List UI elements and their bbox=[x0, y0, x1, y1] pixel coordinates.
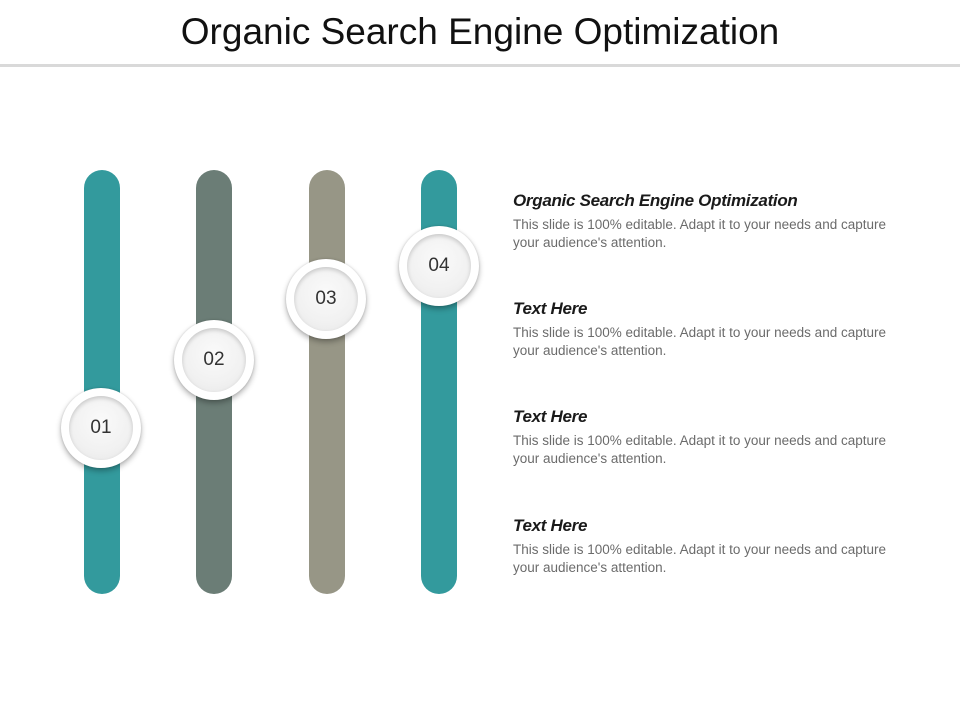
text-block-04: Text Here This slide is 100% editable. A… bbox=[513, 515, 893, 577]
slider-number-03: 03 bbox=[294, 267, 358, 331]
slider-knob-01[interactable]: 01 bbox=[61, 388, 141, 468]
text-heading-04: Text Here bbox=[513, 516, 588, 535]
slider-knob-04[interactable]: 04 bbox=[399, 226, 479, 306]
text-heading-03: Text Here bbox=[513, 407, 588, 426]
text-body-04: This slide is 100% editable. Adapt it to… bbox=[513, 542, 886, 575]
text-heading-01: Organic Search Engine Optimization bbox=[513, 191, 798, 210]
slider-number-02: 02 bbox=[182, 328, 246, 392]
slider-knob-03[interactable]: 03 bbox=[286, 259, 366, 339]
slide-title: Organic Search Engine Optimization bbox=[180, 11, 780, 52]
text-body-02: This slide is 100% editable. Adapt it to… bbox=[513, 325, 886, 358]
slider-bar-03 bbox=[309, 170, 345, 594]
text-body-03: This slide is 100% editable. Adapt it to… bbox=[513, 433, 886, 466]
text-block-03: Text Here This slide is 100% editable. A… bbox=[513, 406, 893, 468]
text-block-02: Text Here This slide is 100% editable. A… bbox=[513, 298, 893, 360]
slider-number-01: 01 bbox=[69, 396, 133, 460]
text-body-01: This slide is 100% editable. Adapt it to… bbox=[513, 217, 886, 250]
text-heading-02: Text Here bbox=[513, 299, 588, 318]
title-divider bbox=[0, 64, 960, 67]
slider-knob-02[interactable]: 02 bbox=[174, 320, 254, 400]
slider-bar-01 bbox=[84, 170, 120, 594]
slider-number-04: 04 bbox=[407, 234, 471, 298]
text-block-01: Organic Search Engine Optimization This … bbox=[513, 190, 893, 252]
